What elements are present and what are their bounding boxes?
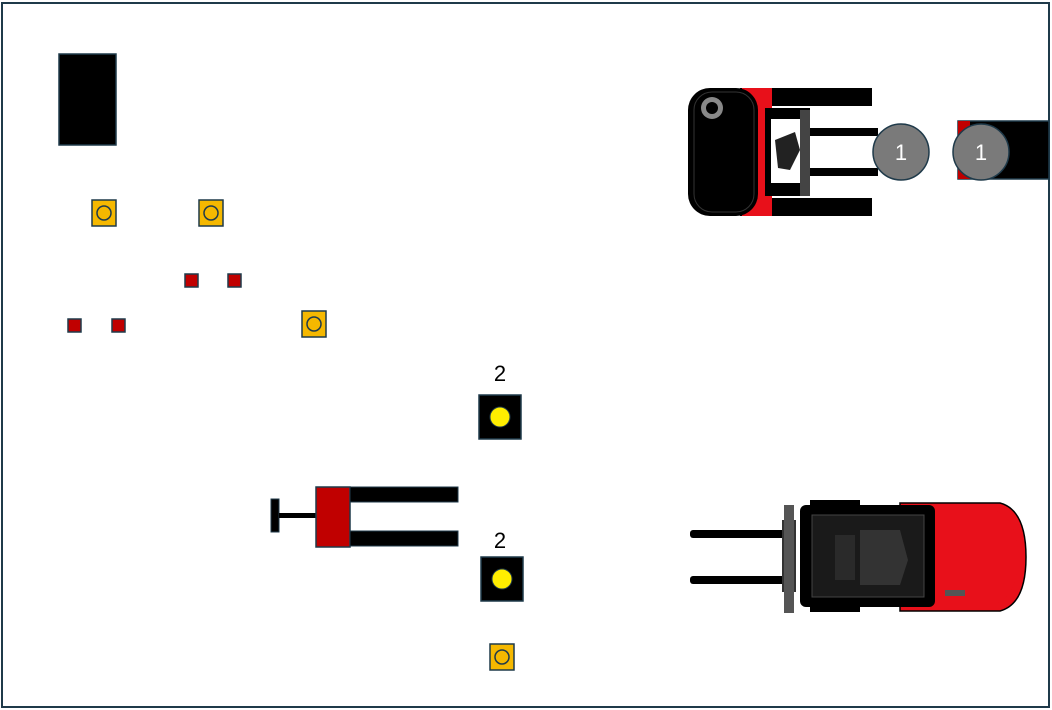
number-badge: 1 xyxy=(952,123,1010,181)
red-marker xyxy=(227,273,242,288)
beacon-icon xyxy=(478,394,522,440)
pallet-jack-icon xyxy=(270,486,459,548)
black-block xyxy=(58,53,117,146)
svg-text:1: 1 xyxy=(895,140,907,165)
red-marker xyxy=(184,273,199,288)
beacon-icon xyxy=(480,556,524,602)
floor-marker-icon xyxy=(301,310,327,338)
floor-marker-icon xyxy=(91,199,117,227)
number-badge: 1 xyxy=(872,123,930,181)
floor-marker-icon xyxy=(489,643,515,671)
forklift-topdown-icon xyxy=(690,500,1027,613)
red-marker xyxy=(67,318,82,333)
beacon-label-top: 2 xyxy=(494,361,506,386)
red-marker xyxy=(111,318,126,333)
floor-marker-icon xyxy=(198,199,224,227)
forklift-topdown-icon xyxy=(688,88,878,216)
svg-text:1: 1 xyxy=(975,140,987,165)
beacon-label-bottom: 2 xyxy=(494,528,506,553)
